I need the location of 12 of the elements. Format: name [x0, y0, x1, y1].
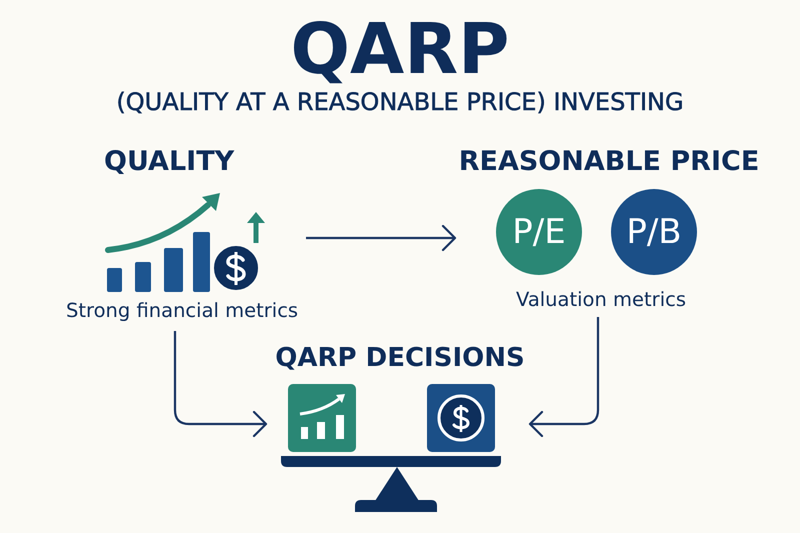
- section-heading: QARP DECISIONS: [275, 344, 525, 373]
- ratio-circle: P/B: [611, 189, 697, 275]
- arrow: [306, 224, 456, 252]
- title: QARP: [290, 14, 510, 84]
- description-text: Strong financial metrics: [66, 300, 298, 322]
- section-heading: QUALITY: [104, 147, 234, 177]
- subtitle: (QUALITY AT A REASONABLE PRICE) INVESTING: [116, 89, 684, 117]
- description-text: Valuation metrics: [516, 289, 686, 312]
- ratio-circle: P/E: [496, 189, 582, 275]
- section-heading: REASONABLE PRICE: [458, 147, 760, 177]
- arrow: [528, 317, 600, 438]
- arrow: [174, 331, 268, 438]
